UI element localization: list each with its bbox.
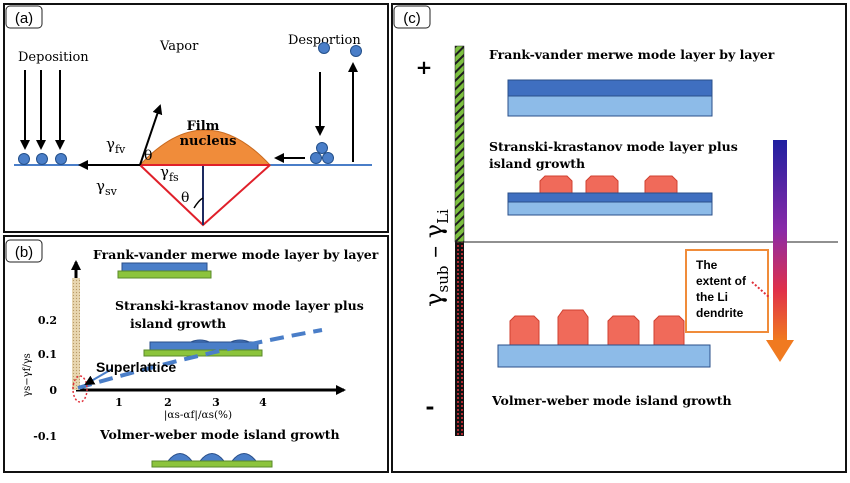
panel-b-y-axis-label: γs−γf/γs: [22, 353, 33, 397]
fm-substrate-block: [507, 95, 713, 117]
superlattice-label: Superlattice: [96, 359, 176, 375]
panel-c-tag: (c): [403, 10, 421, 27]
callout-pointer: [751, 281, 771, 299]
vw-island-block: [653, 315, 685, 346]
vapor-label: Vapor: [159, 39, 199, 54]
callout-line: dendrite: [696, 306, 744, 320]
fm-film-block: [507, 79, 713, 97]
film-label-line2: nucleus: [180, 134, 237, 149]
panel-b-tag: (b): [15, 244, 33, 261]
superlattice-arrow: [84, 368, 113, 385]
x-tick-label: 1: [115, 396, 123, 409]
vw-island-block: [557, 309, 589, 346]
callout-line: extent of: [696, 274, 747, 288]
panel-c-sk-label-2: island growth: [489, 156, 585, 171]
vw-substrate-block: [497, 344, 711, 368]
film-nucleus-shape: [138, 129, 272, 166]
dendrite-arrow-head: [766, 340, 794, 362]
theta-bottom-arc: [193, 197, 204, 209]
panel-c-vw-label: Volmer-weber mode island growth: [491, 393, 732, 408]
y-tick-label: 0: [49, 384, 57, 397]
panel-b-vw-label: Volmer-weber mode island growth: [99, 427, 340, 442]
x-tick-label: 4: [259, 396, 267, 409]
panel-c-tag-box: [393, 5, 431, 29]
callout-line: The: [696, 258, 718, 272]
theta-top-label: θ: [144, 148, 152, 164]
atom-icon: [350, 45, 362, 57]
panel-c-y-axis-label: γsub – γLi: [420, 209, 452, 307]
deposition-label: Deposition: [18, 50, 89, 65]
gamma-fv-arrow: [139, 104, 163, 166]
vw-island-block: [607, 315, 640, 346]
callout-line: the Li: [696, 290, 728, 304]
panel-a-tag-box: [5, 5, 43, 29]
negative-energy-bar: [455, 242, 464, 436]
atom-icon: [36, 153, 48, 165]
gamma-fv-label: γfv: [106, 135, 126, 156]
sk-wetting-block: [507, 192, 713, 203]
x-tick-label: 2: [164, 396, 172, 409]
film-label-line1: Film: [187, 119, 220, 134]
x-tick-label: 3: [212, 396, 220, 409]
vw-substrate-layer: [151, 460, 273, 468]
atom-icon: [322, 152, 334, 164]
sk-substrate-block: [507, 201, 713, 216]
gamma-fs-label: γfs: [160, 163, 179, 184]
panel-a: (a) Vapor Deposition Desportion Film nuc…: [3, 3, 389, 233]
y-tick-label: -0.1: [33, 430, 57, 443]
y-tick-label: 0.2: [38, 314, 57, 327]
sk-island-block: [585, 175, 619, 194]
positive-energy-bar: [454, 45, 465, 243]
panel-b-x-axis-label: |αs-αf|/αs(%): [164, 409, 232, 422]
theta-bottom-label: θ: [181, 190, 189, 206]
minus-sign: -: [425, 394, 434, 420]
panel-b-sk-label-1: Stranski-krastanov mode layer plus: [115, 298, 364, 313]
panel-b-y-axis-band: [72, 278, 80, 390]
panel-b: (b) Frank-vander merwe mode layer by lay…: [3, 235, 389, 473]
vw-island-block: [509, 315, 540, 346]
panel-b-fm-label: Frank-vander merwe mode layer by layer: [93, 247, 379, 262]
y-tick-label: 0.1: [38, 348, 57, 361]
gamma-sv-label: γsv: [96, 177, 118, 198]
sk-island-block: [539, 175, 573, 194]
sk-wetting-layer: [149, 341, 259, 351]
strain-curve: [77, 328, 323, 390]
panel-b-tag-box: [5, 239, 43, 263]
panel-c-fm-label: Frank-vander merwe mode layer by layer: [489, 47, 775, 62]
panel-c-sk-label-1: Stranski-krastanov mode layer plus: [489, 139, 738, 154]
atom-icon: [310, 152, 322, 164]
dendrite-gradient-bar: [773, 140, 787, 340]
plus-sign: +: [416, 55, 433, 79]
atom-icon: [55, 153, 67, 165]
fm-film-layer: [121, 262, 208, 272]
panel-c: (c) + - γsub – γLi Frank-vander merwe mo…: [391, 3, 847, 473]
atom-icon: [318, 42, 330, 54]
atom-icon: [18, 153, 30, 165]
panel-a-tag: (a): [15, 10, 33, 27]
atom-icon: [316, 142, 328, 154]
dendrite-callout-box: [685, 249, 769, 333]
desportion-label: Desportion: [288, 33, 361, 48]
superlattice-highlight: [72, 375, 88, 403]
sk-substrate-layer: [143, 349, 263, 357]
panel-b-sk-label-2: island growth: [130, 316, 226, 331]
sk-island-block: [644, 175, 678, 194]
fm-substrate-layer: [117, 270, 212, 279]
